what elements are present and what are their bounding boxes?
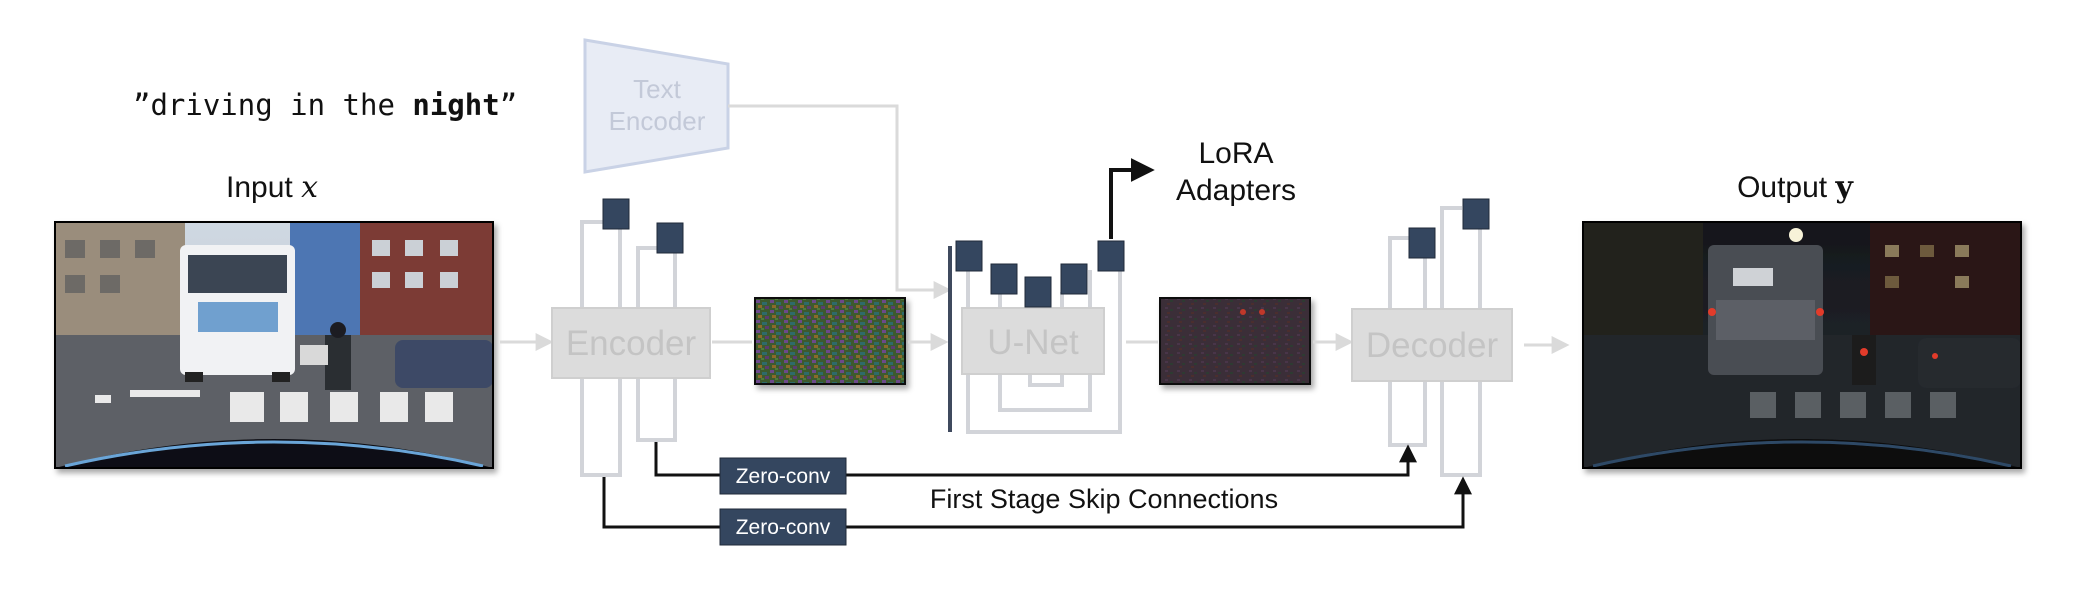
unet-adapter-2 bbox=[990, 263, 1018, 295]
unet-label: U-Net bbox=[987, 323, 1079, 362]
output-label: Output y bbox=[1737, 170, 1854, 205]
encoder-block: Encoder bbox=[551, 307, 711, 379]
unet-adapter-3 bbox=[1024, 276, 1052, 308]
unet-adapter-1 bbox=[955, 240, 983, 272]
decoder-label: Decoder bbox=[1366, 326, 1499, 365]
text-encoder-block: Text Encoder bbox=[583, 38, 730, 174]
lora-label-line1: LoRA bbox=[1198, 137, 1273, 170]
unet-block: U-Net bbox=[961, 307, 1105, 375]
output-latent-image bbox=[1159, 297, 1311, 385]
lora-label-line2: Adapters bbox=[1176, 174, 1296, 207]
input-latent-image bbox=[754, 297, 906, 385]
zero-conv-label-2: Zero-conv bbox=[736, 516, 831, 539]
zero-conv-box-2: Zero-conv bbox=[719, 508, 847, 546]
skip-connection-lower bbox=[602, 476, 1472, 529]
skip-connection-upper bbox=[654, 442, 1417, 477]
encoder-adapter-1 bbox=[602, 198, 630, 230]
text-condition-arrow bbox=[728, 104, 952, 299]
decoder-adapter-2 bbox=[1462, 198, 1490, 230]
encoder-adapter-2 bbox=[656, 222, 684, 254]
decoder-block: Decoder bbox=[1351, 308, 1513, 382]
unet-adapter-5 bbox=[1097, 240, 1125, 272]
input-image bbox=[54, 221, 494, 469]
encoder-label: Encoder bbox=[566, 324, 697, 363]
zero-conv-label-1: Zero-conv bbox=[736, 465, 831, 488]
input-label: Input x bbox=[226, 170, 318, 205]
text-encoder-label-line1: Text bbox=[633, 74, 681, 104]
output-image bbox=[1582, 221, 2022, 469]
unet-adapter-4 bbox=[1060, 263, 1088, 295]
prompt-text: ”driving in the night” bbox=[133, 88, 517, 122]
lora-callout-arrow bbox=[1109, 158, 1155, 239]
skip-connections-label: First Stage Skip Connections bbox=[930, 484, 1278, 514]
text-encoder-label-line2: Encoder bbox=[609, 106, 706, 136]
zero-conv-box-1: Zero-conv bbox=[719, 457, 847, 495]
decoder-adapter-1 bbox=[1408, 227, 1436, 259]
